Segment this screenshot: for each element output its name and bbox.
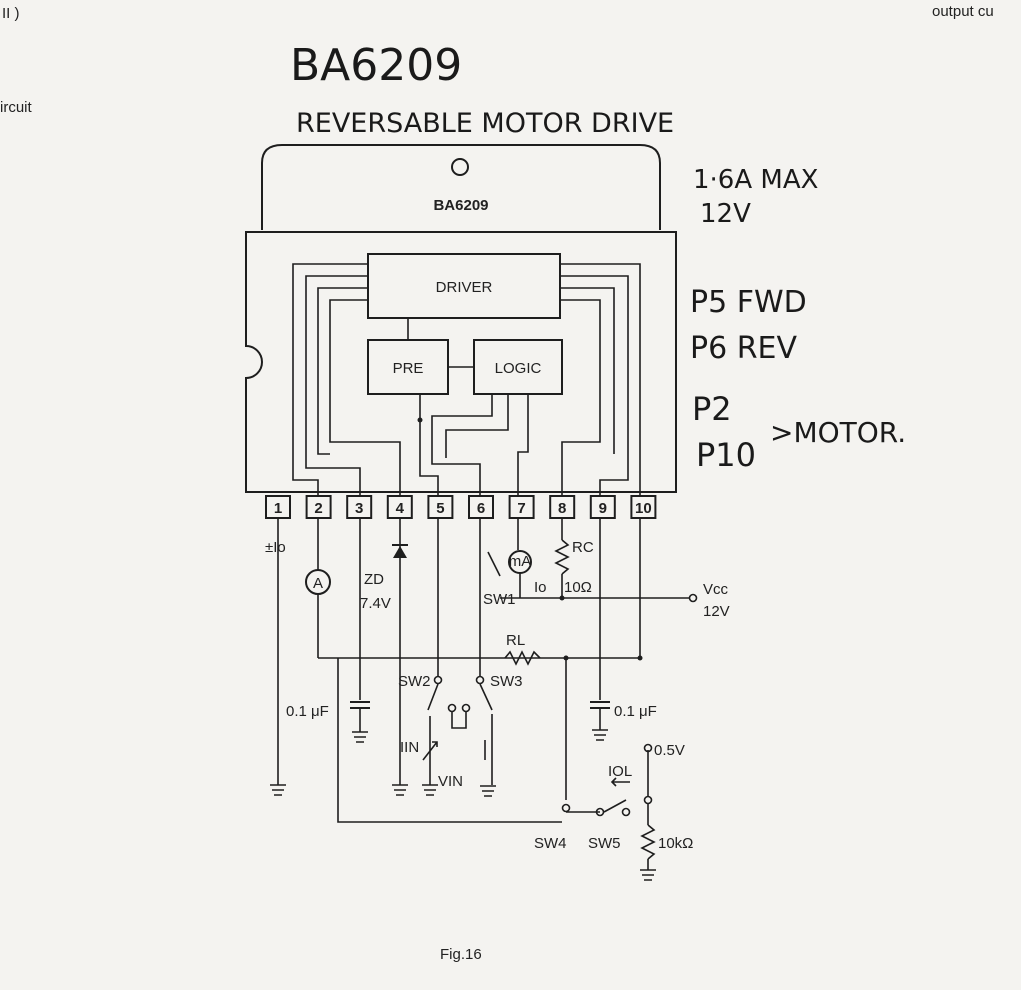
label-zd: ZD (364, 571, 384, 588)
label-rc-value: 10Ω (564, 579, 592, 596)
label-io: Io (534, 579, 547, 596)
ground-icon (592, 729, 608, 741)
label-vin: VIN (438, 773, 463, 790)
handwritten-spec-voltage: 12V (700, 199, 751, 229)
ground-icon (352, 731, 368, 743)
ammeter-label: A (313, 575, 323, 592)
pin-label-1: 1 (274, 500, 282, 517)
handwritten-spec-current: 1·6A MAX (693, 165, 818, 195)
handwritten-p6: P6 REV (690, 331, 798, 366)
pin-box-10 (630, 495, 657, 519)
vcc-terminal-icon (688, 593, 698, 603)
pin-label-7: 7 (517, 500, 525, 517)
label-io-pm: ±Io (265, 539, 286, 556)
milliammeter-label: mA (509, 553, 532, 570)
label-vcc: Vcc (703, 581, 729, 598)
rc-resistor-icon (554, 539, 570, 575)
pin-box-5 (427, 495, 454, 519)
rl-resistor-icon (504, 650, 541, 666)
handwritten-p2: P2 (692, 390, 732, 428)
capacitor-left-icon (350, 701, 370, 709)
label-vcc-value: 12V (703, 603, 730, 620)
zener-diode-icon (393, 546, 407, 558)
internal-traces (292, 263, 641, 496)
pin-label-3: 3 (355, 500, 363, 517)
pre-label: PRE (393, 360, 424, 377)
label-sw4: SW4 (534, 835, 567, 852)
handwritten-title: BA6209 (290, 40, 462, 91)
label-v05: 0.5V (654, 742, 685, 759)
ic-package: BA6209 (245, 144, 677, 493)
pin-label-10: 10 (635, 500, 652, 517)
label-iol: IOL (608, 763, 632, 780)
package-label: BA6209 (433, 197, 488, 214)
page-fragment-top-left: II ) (2, 5, 20, 22)
label-sw2: SW2 (398, 673, 431, 690)
label-sw5: SW5 (588, 835, 621, 852)
label-zd-value: 7.4V (360, 595, 391, 612)
ground-icon (270, 784, 286, 796)
sw3-switch-icon (479, 683, 493, 711)
pin-label-6: 6 (477, 500, 485, 517)
driver-block (367, 253, 561, 319)
sw5-switch-icon (603, 799, 627, 813)
pin-row: 1 2 3 4 5 6 7 8 9 10 (265, 495, 657, 519)
pin-label-5: 5 (436, 500, 444, 517)
pin-label-4: 4 (396, 500, 405, 517)
driver-label: DRIVER (436, 279, 493, 296)
v05-terminal-icon (643, 743, 653, 753)
ground-icon (422, 784, 438, 796)
logic-label: LOGIC (495, 360, 542, 377)
sw1-switch-icon (487, 551, 501, 577)
label-sw1: SW1 (483, 591, 516, 608)
vin-variable-source-icon (422, 741, 438, 761)
iol-arrow-icon (610, 777, 630, 787)
handwritten-subtitle: REVERSABLE MOTOR DRIVE (296, 108, 674, 139)
capacitor-right-icon (590, 701, 610, 709)
label-cap-right: 0.1 μF (614, 703, 657, 720)
pin-label-9: 9 (599, 500, 607, 517)
ground-icon (480, 785, 496, 797)
handwritten-p10: P10 (696, 436, 756, 474)
figure-caption: Fig.16 (440, 946, 482, 963)
label-cap-left: 0.1 μF (286, 703, 329, 720)
pin-box-9 (589, 495, 616, 519)
r10k-resistor-icon (640, 824, 656, 860)
pin-box-7 (508, 495, 535, 519)
label-rl: RL (506, 632, 525, 649)
page-fragment-left: ircuit (0, 99, 33, 116)
handwritten-motor: >MOTOR. (770, 416, 906, 449)
ground-icon (640, 869, 656, 881)
pin-label-8: 8 (558, 500, 566, 517)
pin1-marker-icon (451, 158, 469, 176)
label-rc: RC (572, 539, 594, 556)
ground-icon (392, 784, 408, 796)
label-r10k: 10kΩ (658, 835, 693, 852)
handwritten-p5: P5 FWD (690, 285, 807, 320)
external-circuit: A mA (270, 518, 698, 881)
label-sw3: SW3 (490, 673, 523, 690)
label-iin: IIN (400, 739, 419, 756)
pin-box-6 (468, 495, 494, 519)
pin-label-2: 2 (314, 500, 322, 517)
sw2-switch-icon (427, 683, 439, 711)
page-fragment-top-right: output cu (932, 3, 994, 20)
